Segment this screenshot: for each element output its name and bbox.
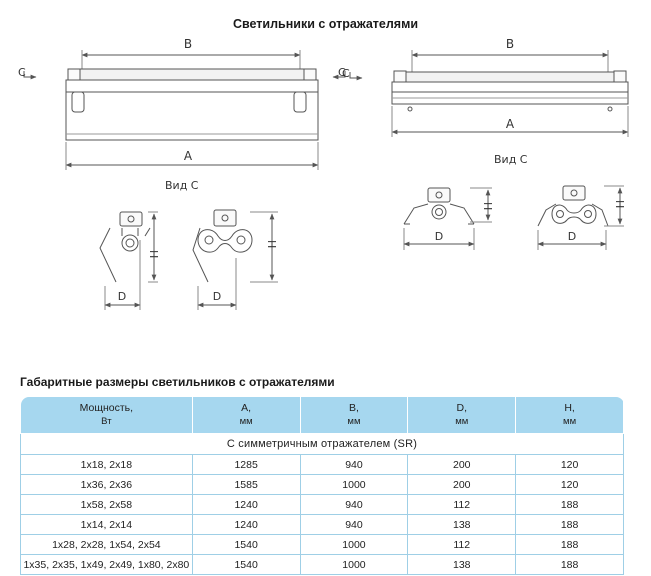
table-group-row: С симметричным отражателем (SR) [20,433,624,455]
right-section-double [537,185,624,250]
left-section-double [192,209,278,310]
dim-h-label: H [265,240,278,248]
dim-a-label: A [506,117,515,131]
dim-h-label: H [481,202,494,210]
dim-d-label: D [213,290,221,303]
dim-b-label: B [184,37,192,51]
view-c-label: Вид С [494,153,528,166]
dimensions-table: Мощность,Вт A,мм B,мм D,мм H,мм С симмет… [20,396,624,575]
technical-drawings: B A C C B A C Вид С Вид С [18,37,629,310]
group-label: С симметричным отражателем (SR) [20,433,624,455]
dim-d-label: D [118,290,126,303]
view-c-marker: C [338,66,346,79]
view-c-label: Вид С [165,179,199,192]
header-h: H,мм [515,396,624,434]
view-c-marker: C [18,66,26,79]
view-c-marker: C [342,67,350,80]
header-power: Мощность,Вт [20,396,193,434]
dim-h-label: H [613,200,626,208]
left-fixture-side-view [23,50,346,170]
right-fixture-side-view [349,50,629,137]
dim-d-label: D [568,230,576,243]
page-title: Светильники с отражателями [232,17,419,31]
left-section-single [99,211,158,310]
right-section-single [403,187,492,250]
dim-b-label: B [506,37,514,51]
dim-d-label: D [435,230,443,243]
table-header-row: Мощность,Вт A,мм B,мм D,мм H,мм [20,396,624,434]
header-a: A,мм [191,396,301,434]
dim-a-label: A [184,149,193,163]
table-title: Габаритные размеры светильников с отража… [20,375,335,389]
header-d: D,мм [407,396,517,434]
dim-h-label: H [147,250,160,258]
header-b: B,мм [299,396,409,434]
